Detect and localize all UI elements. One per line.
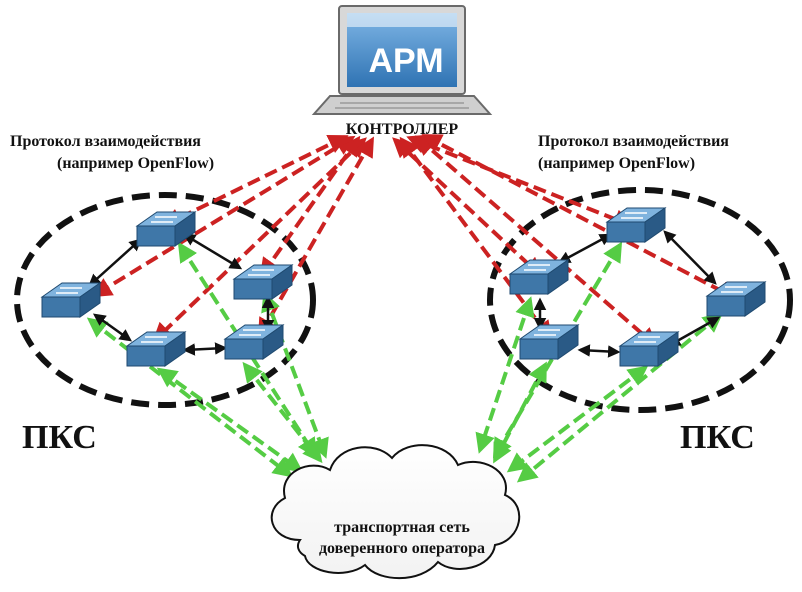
cloud-label-line2: доверенного оператора (319, 540, 485, 557)
control-arrows (91, 134, 739, 348)
cloud-icon (270, 444, 521, 580)
switch-icon (509, 259, 569, 295)
protocol-left-line1: Протокол взаимодействия (10, 133, 201, 150)
controller-caption: КОНТРОЛЛЕР (346, 121, 459, 138)
protocol-left-line2: (например OpenFlow) (57, 155, 214, 172)
switch-icon (41, 282, 101, 318)
protocol-right-line2: (например OpenFlow) (538, 155, 695, 172)
domain-left-label: ПКС (22, 419, 97, 456)
screen-label: АРМ (368, 42, 443, 80)
switch-icon (519, 324, 579, 360)
cloud-label-line1: транспортная сеть (334, 519, 470, 536)
laptop-icon: АРМ (311, 5, 493, 115)
switch-icon (126, 331, 186, 367)
switch-icon (606, 207, 666, 243)
switch-icon (619, 331, 679, 367)
domain-right-label: ПКС (680, 419, 755, 456)
right-switches (509, 207, 766, 367)
protocol-right-line1: Протокол взаимодействия (538, 133, 729, 150)
left-switches (41, 211, 293, 367)
